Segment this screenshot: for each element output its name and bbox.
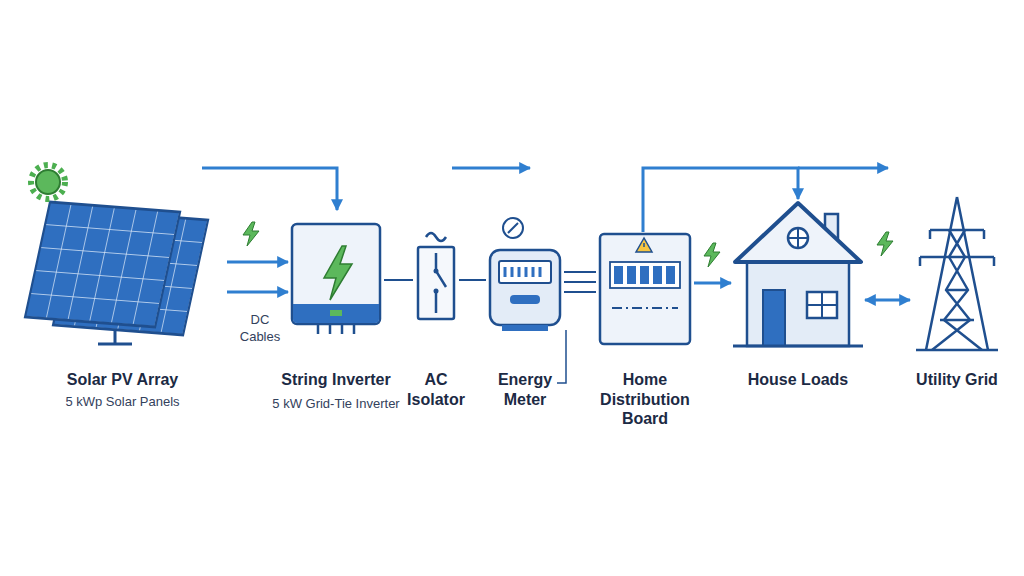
icon-rect (510, 295, 540, 304)
node-title: Solar PV Array (67, 370, 178, 390)
icon-g (25, 202, 180, 327)
connector-line (865, 299, 910, 302)
distribution-board-icon (598, 232, 692, 347)
node-subtitle: 5 kW Grid-Tie Inverter (272, 396, 399, 412)
icon-rect (640, 266, 649, 284)
node-title: Utility Grid (916, 370, 998, 390)
ac-isolator-node: AC Isolator (415, 225, 457, 325)
icon-path (436, 253, 446, 313)
solar-array-node: Solar PV Array5 kWp Solar Panels (20, 172, 225, 352)
icon-polygon (735, 203, 861, 262)
icon-rect (610, 262, 680, 288)
power-connector (865, 300, 910, 301)
energy-meter-icon (488, 215, 562, 333)
node-title: House Loads (748, 370, 848, 390)
solar-array-icon (20, 172, 225, 352)
node-title: Home Distribution Board (595, 370, 695, 429)
power-connector (227, 292, 288, 293)
string-inverter-node: String Inverter5 kW Grid-Tie Inverter (290, 222, 382, 337)
icon-rect (807, 292, 837, 318)
icon-path (505, 267, 540, 277)
connector-line (384, 279, 413, 281)
power-connector (694, 283, 731, 284)
icon-path (426, 233, 446, 241)
icon-rect (330, 310, 342, 316)
icon-path (612, 307, 678, 309)
house-icon (733, 200, 863, 350)
icon-path (643, 243, 645, 247)
icon-rect (499, 261, 551, 283)
power-connector (564, 272, 596, 292)
icon-g (916, 197, 998, 350)
lightning-icon (704, 243, 720, 267)
icon-rect (627, 266, 636, 284)
icon-rect (600, 234, 690, 344)
icon-path (318, 324, 354, 334)
node-title: AC Isolator (401, 370, 471, 409)
distribution-board-node: Home Distribution Board (598, 232, 692, 347)
connector-line (564, 271, 596, 273)
icon-circle (788, 228, 808, 248)
icon-rect (653, 266, 662, 284)
icon-path (916, 349, 998, 352)
icon-polygon (636, 238, 652, 252)
icon-path (788, 228, 808, 248)
power-connector (459, 280, 486, 281)
connector-line (227, 291, 288, 294)
icon-circle (36, 170, 60, 194)
string-inverter-icon (290, 222, 382, 337)
icon-rect (614, 266, 623, 284)
leader-line (557, 330, 566, 383)
icon-path (508, 223, 518, 233)
house-node: House Loads (733, 200, 863, 350)
icon-rect (292, 224, 380, 324)
connector-line (694, 282, 731, 285)
icon-rect (763, 290, 785, 346)
flow-arrow (798, 167, 888, 170)
icon-rect (747, 256, 849, 346)
icon-polygon (324, 246, 352, 300)
icon-path (920, 230, 994, 266)
power-connector (384, 280, 413, 281)
power-connector (227, 262, 288, 263)
icon-rect (490, 250, 560, 325)
lightning-icon (243, 222, 259, 246)
icon-g (614, 266, 675, 284)
connector-line (459, 279, 486, 281)
flow-arrow (202, 168, 337, 210)
flow-arrow (452, 167, 530, 170)
icon-rect (502, 325, 548, 331)
icon-path (940, 290, 974, 320)
icon-rect (25, 202, 180, 327)
node-subtitle: 5 kWp Solar Panels (65, 394, 179, 410)
energy-meter-node: Energy Meter (488, 215, 562, 333)
icon-circle (434, 269, 439, 274)
icon-rect (418, 247, 454, 319)
icon-circle (434, 289, 439, 294)
icon-path (733, 345, 863, 348)
lightning-icon (877, 232, 893, 256)
icon-path (98, 330, 132, 344)
icon-rect (666, 266, 675, 284)
icon-path (932, 230, 982, 350)
connector-line (227, 261, 288, 264)
icon-path (293, 304, 379, 323)
icon-path (926, 197, 988, 350)
icon-circle (503, 218, 523, 238)
edge-label: DC Cables (231, 312, 289, 346)
connector-line (564, 291, 596, 293)
connector-line (564, 281, 596, 283)
icon-path (807, 292, 837, 318)
utility-pylon-icon (912, 195, 1002, 353)
utility-pylon-node: Utility Grid (912, 195, 1002, 353)
ac-isolator-icon (415, 225, 457, 325)
node-title: String Inverter (281, 370, 390, 390)
node-title: Energy Meter (494, 370, 556, 409)
icon-circle (31, 165, 65, 199)
